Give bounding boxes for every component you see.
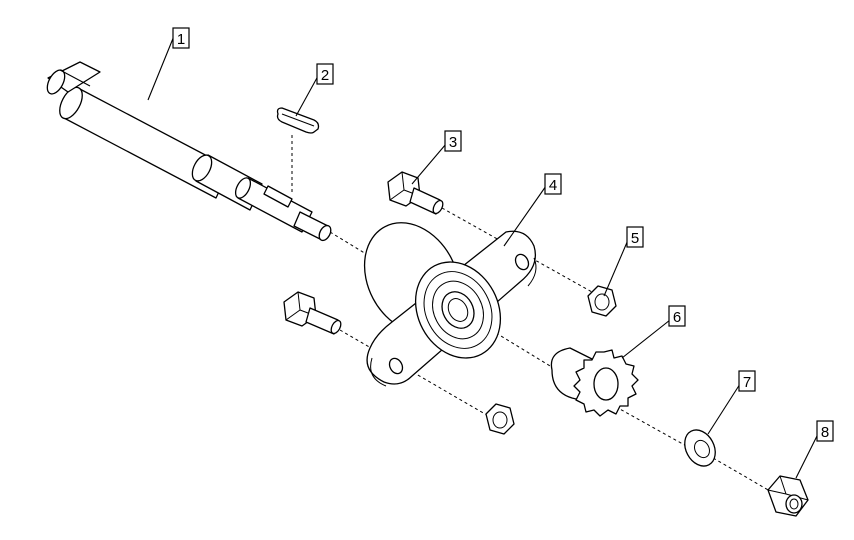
bolt-upper-part <box>387 171 444 215</box>
callout-8-label: 8 <box>821 424 829 441</box>
nut-small-lower-part <box>485 403 515 435</box>
callout-4: 4 <box>544 173 562 195</box>
nut-large-part <box>767 475 809 517</box>
nut-small-part <box>587 285 617 317</box>
callout-1-label: 1 <box>177 31 185 48</box>
callout-7-label: 7 <box>743 374 751 391</box>
callout-6-label: 6 <box>673 309 681 326</box>
bolt-lower-part <box>283 291 342 335</box>
callout-5-label: 5 <box>631 230 639 247</box>
bearing-flange-part <box>363 222 537 387</box>
callout-8: 8 <box>816 420 834 442</box>
callout-1: 1 <box>172 27 190 49</box>
callout-4-label: 4 <box>549 177 557 194</box>
callout-2: 2 <box>316 63 334 85</box>
shaft-part <box>46 61 332 242</box>
leader-lines <box>147 35 819 479</box>
callout-3-label: 3 <box>449 134 457 151</box>
callout-6: 6 <box>668 305 686 327</box>
key-part <box>276 107 320 134</box>
callout-3: 3 <box>444 130 462 152</box>
callout-7: 7 <box>738 370 756 392</box>
callout-2-label: 2 <box>321 67 329 84</box>
callout-5: 5 <box>626 226 644 248</box>
washer-part <box>684 429 716 467</box>
sprocket-part <box>550 347 639 417</box>
